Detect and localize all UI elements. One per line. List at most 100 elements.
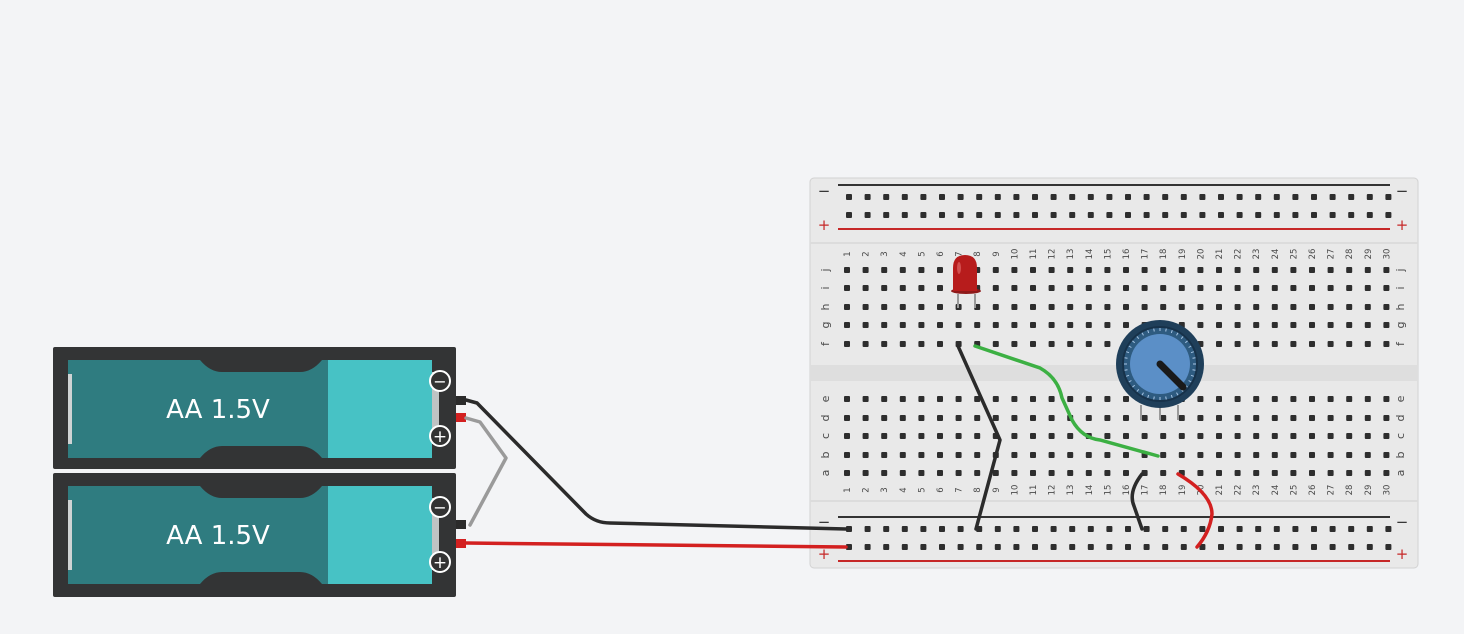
hole-f22[interactable]	[1234, 341, 1241, 347]
hole-h18[interactable]	[1160, 304, 1167, 310]
hole-g10[interactable]	[1011, 322, 1018, 328]
hole-a20[interactable]	[1197, 470, 1204, 476]
hole-c8[interactable]	[974, 433, 981, 439]
hole-d9[interactable]	[992, 415, 999, 421]
hole-h2[interactable]	[862, 304, 869, 310]
hole-j20[interactable]	[1197, 267, 1204, 273]
hole-d30[interactable]	[1383, 415, 1390, 421]
hole-d10[interactable]	[1011, 415, 1018, 421]
hole-i28[interactable]	[1346, 285, 1353, 291]
hole-a26[interactable]	[1309, 470, 1315, 476]
hole-g7[interactable]	[955, 322, 962, 328]
hole-j6[interactable]	[937, 267, 943, 273]
rail-hole-0-11[interactable]	[1050, 194, 1057, 200]
hole-i30[interactable]	[1383, 285, 1390, 291]
hole-h25[interactable]	[1290, 304, 1297, 310]
hole-e26[interactable]	[1309, 396, 1315, 402]
rail-hole-3-13[interactable]	[1087, 544, 1094, 550]
rail-hole-3-5[interactable]	[939, 544, 945, 550]
hole-j2[interactable]	[862, 267, 869, 273]
rail-hole-2-18[interactable]	[1180, 526, 1187, 532]
hole-j14[interactable]	[1085, 267, 1092, 273]
hole-c13[interactable]	[1067, 433, 1074, 439]
hole-j5[interactable]	[918, 267, 925, 273]
hole-e30[interactable]	[1383, 396, 1390, 402]
hole-a11[interactable]	[1030, 470, 1036, 476]
rail-hole-0-0[interactable]	[846, 194, 852, 200]
rail-hole-3-26[interactable]	[1329, 544, 1336, 550]
rail-hole-3-4[interactable]	[920, 544, 927, 550]
battery-2-minus-terminal[interactable]: −	[429, 496, 451, 518]
hole-f13[interactable]	[1067, 341, 1074, 347]
rail-hole-1-16[interactable]	[1143, 212, 1150, 218]
rail-hole-0-14[interactable]	[1106, 194, 1113, 200]
hole-j17[interactable]	[1141, 267, 1148, 273]
hole-h22[interactable]	[1234, 304, 1241, 310]
hole-j22[interactable]	[1234, 267, 1241, 273]
hole-c27[interactable]	[1327, 433, 1334, 439]
hole-i4[interactable]	[899, 285, 906, 291]
hole-d28[interactable]	[1346, 415, 1353, 421]
hole-h10[interactable]	[1011, 304, 1018, 310]
hole-j25[interactable]	[1290, 267, 1297, 273]
hole-e6[interactable]	[937, 396, 943, 402]
wire-battery-series-link[interactable]	[464, 416, 508, 527]
hole-d12[interactable]	[1048, 415, 1055, 421]
hole-f29[interactable]	[1364, 341, 1371, 347]
hole-e20[interactable]	[1197, 396, 1204, 402]
battery-1-plus-lead[interactable]	[456, 413, 466, 422]
hole-c16[interactable]	[1123, 433, 1129, 439]
hole-i19[interactable]	[1178, 285, 1185, 291]
rail-hole-1-12[interactable]	[1069, 212, 1076, 218]
hole-h28[interactable]	[1346, 304, 1353, 310]
rail-hole-1-0[interactable]	[846, 212, 852, 218]
rail-hole-0-20[interactable]	[1218, 194, 1224, 200]
battery-2-plus-lead[interactable]	[456, 539, 466, 548]
rail-hole-2-22[interactable]	[1255, 526, 1262, 532]
hole-f11[interactable]	[1030, 341, 1036, 347]
hole-f3[interactable]	[881, 341, 888, 347]
rail-hole-3-27[interactable]	[1348, 544, 1355, 550]
hole-h19[interactable]	[1178, 304, 1185, 310]
hole-a25[interactable]	[1290, 470, 1297, 476]
hole-a14[interactable]	[1085, 470, 1092, 476]
rail-hole-0-8[interactable]	[994, 194, 1001, 200]
hole-e24[interactable]	[1271, 396, 1278, 402]
hole-a3[interactable]	[881, 470, 888, 476]
hole-a24[interactable]	[1271, 470, 1278, 476]
rail-hole-3-16[interactable]	[1143, 544, 1150, 550]
rail-hole-3-6[interactable]	[957, 544, 964, 550]
hole-a15[interactable]	[1104, 470, 1111, 476]
hole-d26[interactable]	[1309, 415, 1315, 421]
hole-b18[interactable]	[1160, 452, 1167, 458]
rail-hole-0-9[interactable]	[1013, 194, 1020, 200]
hole-g12[interactable]	[1048, 322, 1055, 328]
rail-hole-0-3[interactable]	[901, 194, 908, 200]
hole-i25[interactable]	[1290, 285, 1297, 291]
rail-hole-2-8[interactable]	[994, 526, 1001, 532]
hole-c30[interactable]	[1383, 433, 1390, 439]
hole-i21[interactable]	[1216, 285, 1222, 291]
hole-b28[interactable]	[1346, 452, 1353, 458]
hole-i17[interactable]	[1141, 285, 1148, 291]
rail-hole-0-7[interactable]	[976, 194, 983, 200]
hole-h12[interactable]	[1048, 304, 1055, 310]
rail-hole-2-10[interactable]	[1032, 526, 1038, 532]
hole-b16[interactable]	[1123, 452, 1129, 458]
hole-h1[interactable]	[844, 304, 850, 310]
hole-h13[interactable]	[1067, 304, 1074, 310]
rail-hole-1-4[interactable]	[920, 212, 927, 218]
hole-j15[interactable]	[1104, 267, 1111, 273]
hole-d2[interactable]	[862, 415, 869, 421]
hole-e16[interactable]	[1123, 396, 1129, 402]
rail-hole-0-4[interactable]	[920, 194, 927, 200]
rail-hole-1-3[interactable]	[901, 212, 908, 218]
hole-j26[interactable]	[1309, 267, 1315, 273]
hole-g15[interactable]	[1104, 322, 1111, 328]
rail-hole-1-26[interactable]	[1329, 212, 1336, 218]
rail-hole-3-21[interactable]	[1236, 544, 1243, 550]
rail-hole-2-14[interactable]	[1106, 526, 1113, 532]
hole-g13[interactable]	[1067, 322, 1074, 328]
battery-2[interactable]: AA 1.5V − +	[53, 473, 466, 597]
